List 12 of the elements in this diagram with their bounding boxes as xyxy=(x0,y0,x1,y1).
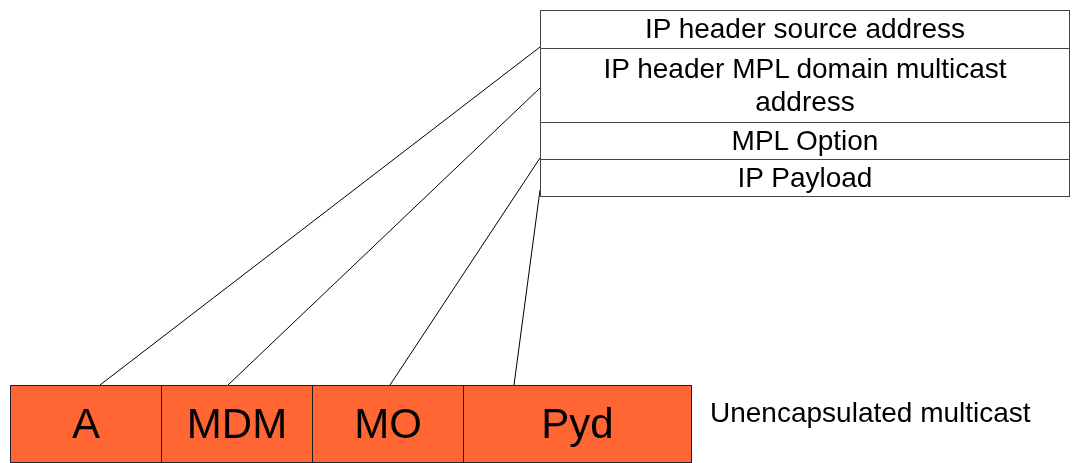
leader-line xyxy=(227,87,541,386)
packet-segment: MO xyxy=(312,385,464,463)
packet-segment: Pyd xyxy=(463,385,692,463)
leader-line xyxy=(99,46,541,386)
packet-segment: MDM xyxy=(161,385,313,463)
leader-line xyxy=(389,157,541,386)
header-field-row: IP Payload xyxy=(540,159,1070,197)
header-field-row: MPL Option xyxy=(540,122,1070,160)
packet-caption: Unencapsulated multicast xyxy=(710,398,1031,429)
packet-segment: A xyxy=(10,385,162,463)
header-field-row: IP header MPL domain multicast address xyxy=(540,48,1070,123)
header-field-row: IP header source address xyxy=(540,10,1070,49)
